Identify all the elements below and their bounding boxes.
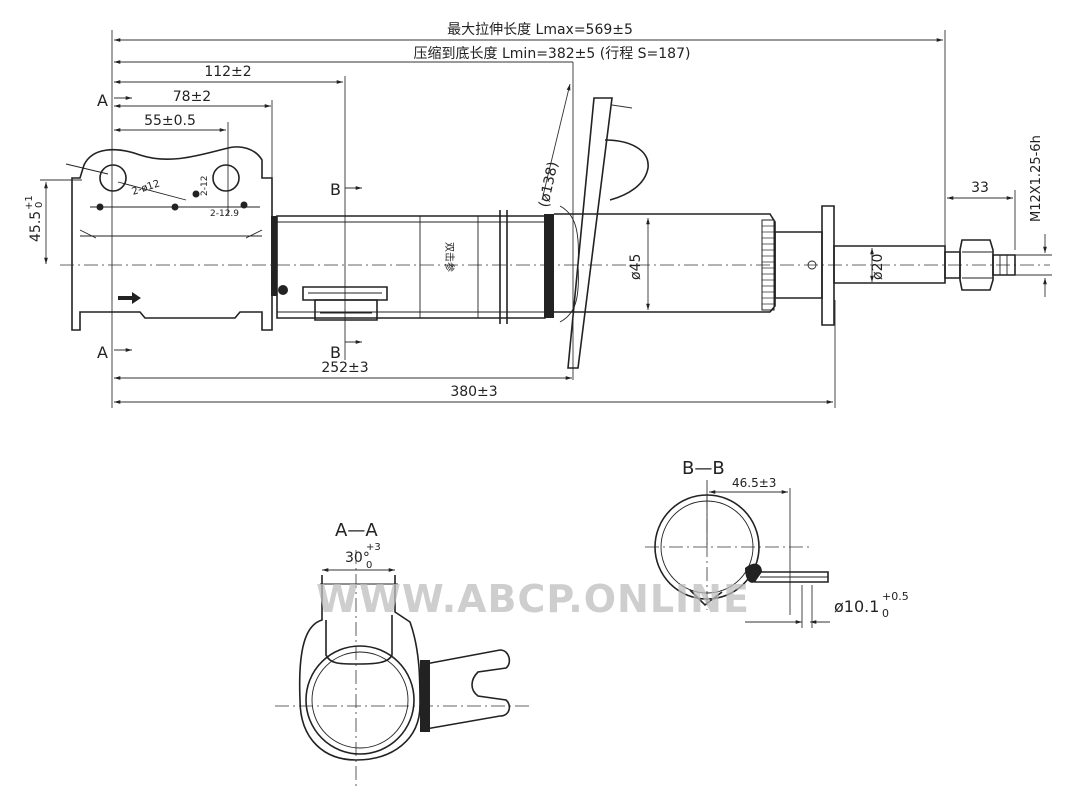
- dim-46-5-label: 46.5±3: [732, 476, 776, 490]
- dim-55-label: 55±0.5: [144, 113, 196, 129]
- dim-138-label: (ø138): [536, 160, 561, 209]
- aa-angle-tol-up: +3: [366, 542, 381, 553]
- section-aa-title: A—A: [335, 520, 378, 541]
- dim-12-9-label: 2-12.9: [210, 209, 239, 219]
- lmax-label: 最大拉伸长度 Lmax=569±5: [447, 22, 633, 38]
- dim-252-label: 252±3: [321, 360, 368, 376]
- section-a-bottom: A: [97, 343, 108, 362]
- section-bb-title: B—B: [682, 458, 725, 479]
- dim-45-5-label: 45.5: [28, 211, 44, 242]
- section-b-b: B—B 46.5±3 ø10.1 +0.5 0: [645, 458, 909, 628]
- cylinder-body: 双击参 (ø138) ø45: [60, 83, 1052, 369]
- watermark: WWW.ABCP.ONLINE: [316, 577, 750, 621]
- overall-dimensions: 最大拉伸长度 Lmax=569±5 压缩到底长度 Lmin=382±5 (行程 …: [24, 22, 946, 408]
- dim-45-label: ø45: [628, 254, 644, 280]
- dim-45-5-tol-dn: 0: [34, 202, 45, 208]
- section-a-a: A—A 30° +3 0: [275, 520, 530, 790]
- dim-45-5-tol-up: +1: [24, 195, 35, 210]
- dim-20-label: ø20: [870, 254, 886, 280]
- lmin-label: 压缩到底长度 Lmin=382±5 (行程 S=187): [414, 46, 691, 62]
- dim-10-1-tol-dn: 0: [882, 607, 889, 620]
- section-b-bottom: B: [330, 343, 341, 362]
- dim-33-label: 33: [971, 180, 989, 196]
- dim-78-label: 78±2: [173, 89, 211, 105]
- aa-angle-tol-dn: 0: [366, 560, 372, 571]
- dim-10-1-label: ø10.1: [834, 597, 879, 616]
- section-b-top: B: [330, 180, 341, 199]
- body-marking: 双击参: [443, 242, 456, 272]
- hole-2x12-label: 2-ø12: [131, 178, 162, 197]
- mounting-bracket: 2-ø12 2-12 2-12.9: [65, 146, 288, 331]
- section-a-top: A: [97, 91, 108, 110]
- dim-112-label: 112±2: [204, 64, 251, 80]
- hole-12-label: 2-12: [200, 176, 210, 196]
- dim-380-label: 380±3: [450, 384, 497, 400]
- dim-10-1-tol-up: +0.5: [882, 590, 909, 603]
- aa-angle-label: 30°: [345, 550, 370, 566]
- thread-label: M12X1.25-6h: [1029, 135, 1044, 222]
